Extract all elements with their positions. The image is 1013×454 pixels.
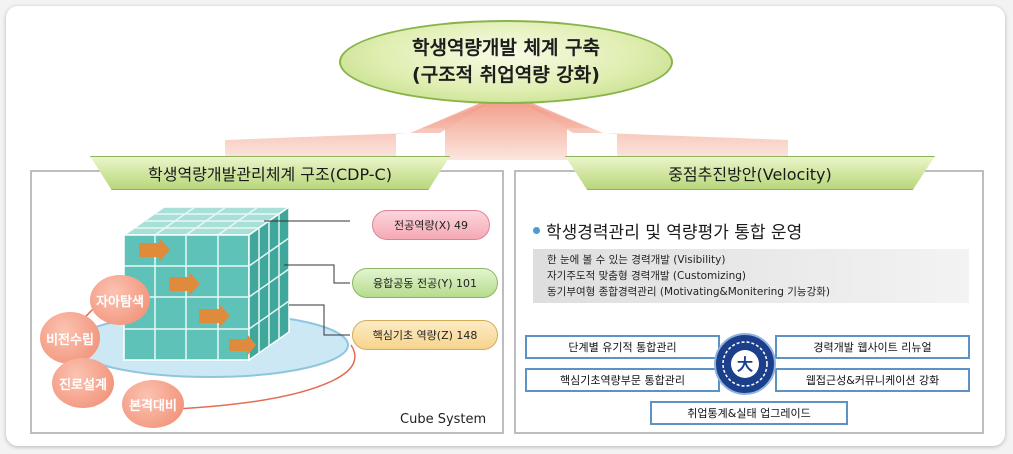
box-employment-statistics: 취업통계&실태 업그레이드 <box>650 401 848 425</box>
top-goal-ellipse: 학생역량개발 체계 구축 (구조적 취업역량 강화) <box>339 20 673 104</box>
circle-career-design: 진로설계 <box>52 358 114 408</box>
sub-points-box: 한 눈에 볼 수 있는 경력개발 (Visibility) 자기주도적 맞춤형 … <box>533 249 969 303</box>
emblem-character: 大 <box>737 355 753 374</box>
circle-vision-setting: 비전수립 <box>40 312 100 364</box>
top-goal-line1: 학생역량개발 체계 구축 <box>411 37 601 59</box>
top-goal-line2: (구조적 취업역량 강화) <box>412 64 600 86</box>
cube-arrows <box>139 238 256 356</box>
left-up-arrow <box>225 92 506 160</box>
main-point: 학생경력관리 및 역량평가 통합 운영 <box>546 223 803 243</box>
cube-system-caption: Cube System <box>400 412 487 427</box>
label-major-competency: 전공역량(X) 49 <box>372 210 490 240</box>
right-up-arrow <box>506 92 788 160</box>
university-emblem-icon: 大 <box>714 333 776 395</box>
box-website-renewal: 경력개발 웹사이트 리뉴얼 <box>775 335 970 359</box>
sub-point-visibility: 한 눈에 볼 수 있는 경력개발 (Visibility) <box>547 254 726 266</box>
box-integrated-stage-management: 단계별 유기적 통합관리 <box>525 335 720 359</box>
center-up-arrow <box>422 96 590 160</box>
box-core-competency-management: 핵심기초역량부문 통합관리 <box>525 368 720 392</box>
label-connectors <box>264 220 350 336</box>
left-panel-title: 학생역량개발관리체계 구조(CDP-C) <box>90 156 450 190</box>
sub-point-motivating: 동기부여형 종합경력관리 (Motivating&Monitering 기능강화… <box>547 286 830 298</box>
bullet-icon <box>533 227 540 234</box>
box-accessibility-communication: 웹접근성&커뮤니케이션 강화 <box>775 368 970 392</box>
sub-point-customizing: 자기주도적 맞춤형 경력개발 (Customizing) <box>547 270 747 282</box>
label-convergence-major: 융합공동 전공(Y) 101 <box>352 268 498 298</box>
right-panel-title: 중점추진방안(Velocity) <box>565 156 935 190</box>
circle-full-preparation: 본격대비 <box>122 380 184 428</box>
cube-grid <box>124 206 290 360</box>
circle-self-exploration: 자아탐색 <box>90 275 150 325</box>
label-core-competency: 핵심기초 역량(Z) 148 <box>352 320 498 350</box>
